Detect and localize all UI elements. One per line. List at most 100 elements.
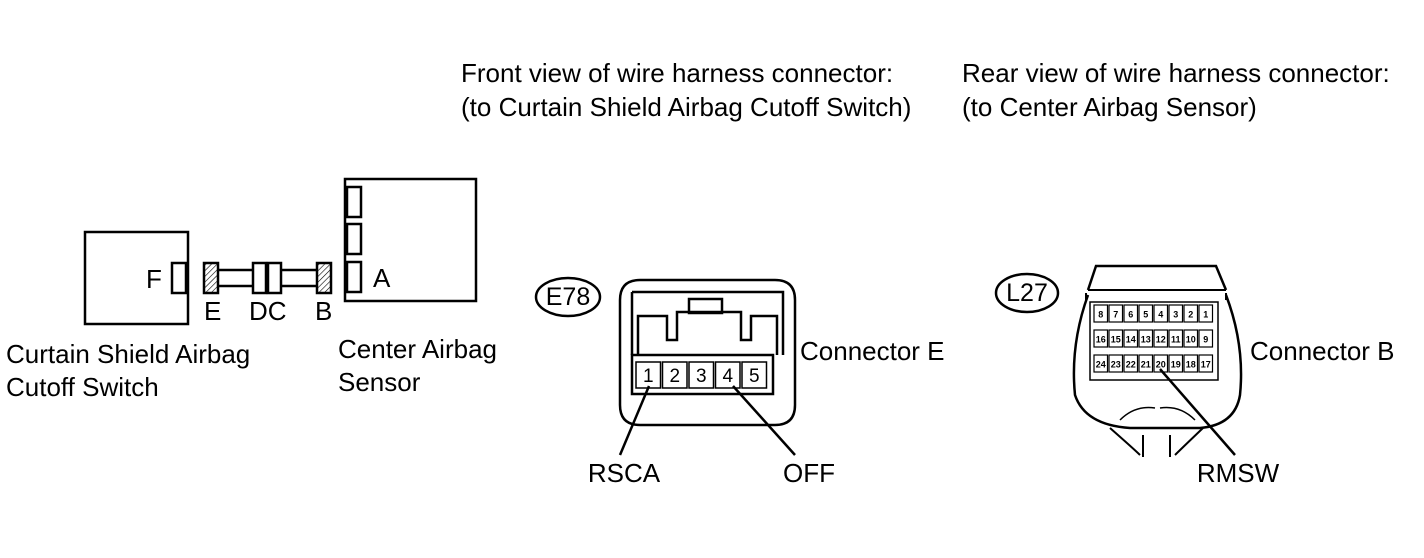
pin-cell (1093, 304, 1109, 323)
pin-number: 2 (1188, 310, 1193, 320)
pin-number: 12 (1156, 335, 1166, 345)
pin-number: 2 (669, 366, 680, 387)
harness-schematic (83, 177, 478, 326)
callout-leader-rmsw (1159, 368, 1236, 456)
connector-b-drawing (994, 264, 1243, 457)
pin-cell (1108, 304, 1124, 323)
switch-connector-f (170, 261, 188, 295)
pin-cell (1108, 329, 1124, 348)
pin-number: 9 (1203, 335, 1208, 345)
pin-number: 19 (1171, 360, 1181, 370)
center-airbag-sensor-box (343, 177, 478, 303)
switch-name-line2: Cutoff Switch (6, 372, 159, 402)
pin-number: 10 (1186, 335, 1196, 345)
label-e: E (204, 296, 221, 326)
connector-e-housing (618, 278, 797, 427)
pin-number: 16 (1096, 335, 1106, 345)
connector-e-drawing (534, 276, 797, 456)
pin-number: 20 (1156, 360, 1166, 370)
pin-cell (1183, 304, 1199, 323)
pin-number: 5 (749, 366, 760, 387)
connector-b-pin-grid (1089, 301, 1219, 381)
pin-number: 24 (1096, 360, 1106, 370)
connector-e-lock-tab (687, 297, 724, 315)
connector-b-body (1072, 294, 1243, 430)
pin-number: 11 (1171, 335, 1181, 345)
sensor-name-line2: Sensor (338, 367, 421, 397)
pin-cell (1108, 354, 1124, 373)
label-dc: DC (249, 296, 287, 326)
pin-cell (661, 361, 688, 389)
cutoff-switch-box (83, 230, 190, 326)
pin-number: 15 (1111, 335, 1121, 345)
connector-b-title: Connector B (1250, 336, 1395, 366)
connector-letter-f: F (146, 264, 162, 294)
connector-b-symbol (315, 261, 333, 295)
connector-letter-a: A (373, 263, 391, 293)
pin-cell (1093, 354, 1109, 373)
pin-cell (1138, 304, 1154, 323)
pin-number: 4 (722, 366, 733, 387)
pin-cell (1138, 354, 1154, 373)
pin-cell (1168, 354, 1184, 373)
label-b: B (315, 296, 332, 326)
pin-number: 14 (1126, 335, 1136, 345)
pin-cell (1123, 329, 1139, 348)
pin-cell (1123, 304, 1139, 323)
pin-cell (1153, 304, 1169, 323)
pin-cell (1153, 354, 1169, 373)
connector-e-title: Connector E (800, 336, 945, 366)
connector-b-harness-exit (1109, 427, 1204, 456)
pin-number: 6 (1128, 310, 1133, 320)
front-view-heading-line1: Front view of wire harness connector: (461, 58, 893, 88)
rear-view-heading-line1: Rear view of wire harness connector: (962, 58, 1390, 88)
sensor-port (345, 185, 363, 219)
pin-cell (635, 361, 662, 389)
connector-b-cap (1086, 264, 1228, 291)
pin-number: 1 (643, 366, 654, 387)
callout-rmsw: RMSW (1197, 458, 1280, 488)
pin-number: 7 (1113, 310, 1118, 320)
sensor-port-a (345, 260, 363, 294)
pin-cell (1123, 354, 1139, 373)
rear-view-heading-line2: (to Center Airbag Sensor) (962, 92, 1257, 122)
pin-number: 18 (1186, 360, 1196, 370)
switch-name-line1: Curtain Shield Airbag (6, 339, 250, 369)
connector-e-latch (636, 310, 779, 355)
pin-cell (741, 361, 768, 389)
pin-cell (1153, 329, 1169, 348)
pin-number: 17 (1201, 360, 1211, 370)
sensor-name-line1: Center Airbag (338, 334, 497, 364)
pin-cell (1198, 304, 1214, 323)
pin-number: 23 (1111, 360, 1121, 370)
front-view-heading-line2: (to Curtain Shield Airbag Cutoff Switch) (461, 92, 911, 122)
harness-wire-bundle (1119, 406, 1196, 421)
pin-number: 4 (1158, 310, 1163, 320)
pin-cell (1168, 329, 1184, 348)
junction-c-symbol (266, 261, 283, 295)
pin-cell (1183, 329, 1199, 348)
pin-number: 22 (1126, 360, 1136, 370)
code-bubble-e78 (534, 276, 602, 318)
pin-number: 5 (1143, 310, 1148, 320)
pin-cell (1198, 329, 1214, 348)
code-bubble-l27 (994, 272, 1060, 314)
pin-number: 3 (696, 366, 707, 387)
connector-b-cap-step (1085, 293, 1227, 300)
pin-cell (1168, 304, 1184, 323)
pin-cell (688, 361, 715, 389)
sensor-port (345, 222, 363, 256)
callout-leader-off (732, 385, 796, 456)
pin-cell (1093, 329, 1109, 348)
pin-number: 13 (1141, 335, 1151, 345)
pin-number: 3 (1173, 310, 1178, 320)
connector-e-recess (630, 290, 785, 355)
callout-rsca: RSCA (588, 458, 661, 488)
connector-e-code: E78 (546, 283, 590, 311)
connector-b-code: L27 (1006, 279, 1048, 307)
pin-cell (1198, 354, 1214, 373)
